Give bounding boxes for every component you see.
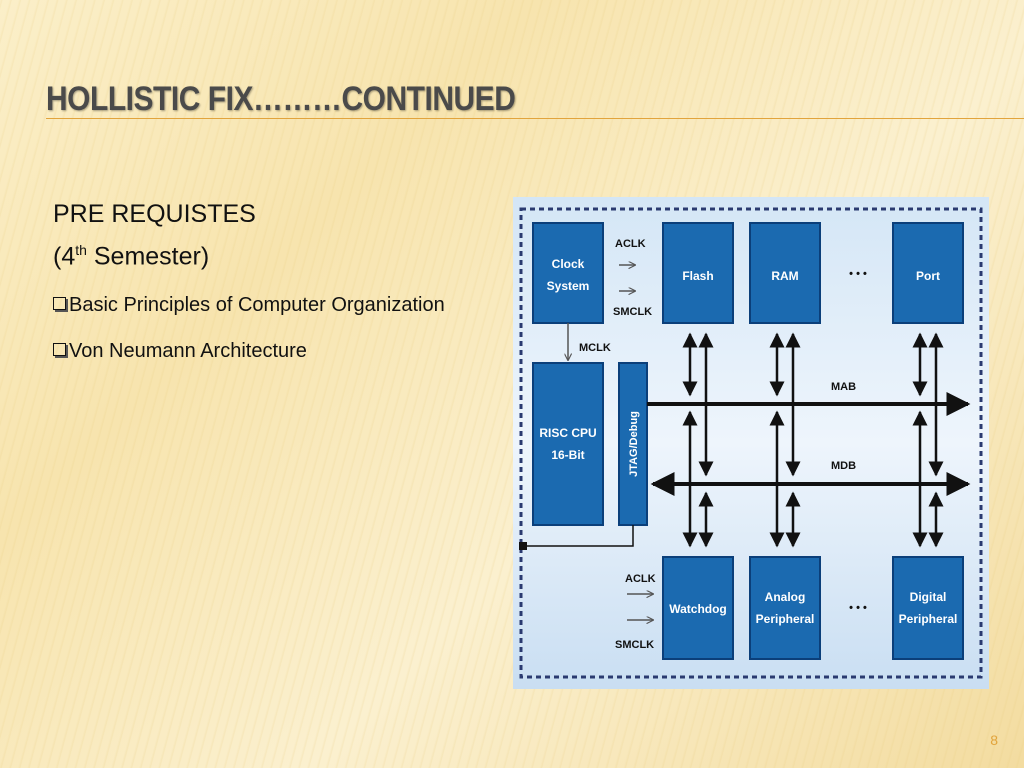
cpu-label-1: RISC CPU <box>539 426 596 440</box>
jtag-label: JTAG/Debug <box>628 411 640 477</box>
aclk-top-label: ACLK <box>615 238 646 250</box>
clock-label-2: System <box>547 279 590 293</box>
prerequisites-section: PRE REQUISTES (4th Semester) Basic Princ… <box>53 196 453 366</box>
analog-peripheral-block: Analog Peripheral <box>749 556 821 660</box>
bullet-text: Von Neumann Architecture <box>69 340 307 363</box>
flash-label: Flash <box>682 269 713 283</box>
checkbox-bullet-icon <box>53 297 66 311</box>
msp430-architecture-diagram: Clock System Flash RAM • • • Port RISC C… <box>513 197 989 689</box>
smclk-top-label: SMCLK <box>613 306 652 318</box>
ram-block: RAM <box>749 222 821 324</box>
clock-label-1: Clock <box>552 257 585 271</box>
slide-title: HOLLISTIC FIX………CONTINUED <box>46 80 516 118</box>
top-ellipsis: • • • <box>849 268 867 280</box>
checkbox-bullet-icon <box>53 343 66 357</box>
mclk-label: MCLK <box>579 342 611 354</box>
page-number: 8 <box>990 732 998 748</box>
digital-peripheral-block: Digital Peripheral <box>892 556 964 660</box>
ram-label: RAM <box>771 269 798 283</box>
port-block: Port <box>892 222 964 324</box>
digital-label-1: Digital <box>910 590 947 604</box>
watchdog-label: Watchdog <box>669 602 727 616</box>
title-divider <box>46 118 1024 119</box>
watchdog-block: Watchdog <box>662 556 734 660</box>
aclk-bottom-label: ACLK <box>625 573 656 585</box>
chip-boundary <box>519 207 983 679</box>
semester-post: Semester) <box>86 242 210 271</box>
bottom-ellipsis: • • • <box>849 602 867 614</box>
bullet-text: Basic Principles of Computer Organizatio… <box>69 294 445 317</box>
bullet-item: Von Neumann Architecture <box>53 336 453 366</box>
bullet-item: Basic Principles of Computer Organizatio… <box>53 290 453 320</box>
clock-system-block: Clock System <box>532 222 604 324</box>
semester-pre: (4 <box>53 242 76 271</box>
prereq-heading: PRE REQUISTES (4th Semester) <box>53 196 453 274</box>
smclk-bottom-label: SMCLK <box>615 639 654 651</box>
mdb-label: MDB <box>831 460 856 472</box>
analog-label-2: Peripheral <box>756 612 815 626</box>
semester-sup: th <box>75 242 87 258</box>
jtag-debug-block: JTAG/Debug <box>618 362 648 526</box>
prereq-heading-line1: PRE REQUISTES <box>53 200 256 228</box>
risc-cpu-block: RISC CPU 16-Bit <box>532 362 604 526</box>
mab-label: MAB <box>831 381 856 393</box>
flash-block: Flash <box>662 222 734 324</box>
digital-label-2: Peripheral <box>899 612 958 626</box>
cpu-label-2: 16-Bit <box>551 448 584 462</box>
port-label: Port <box>916 269 940 283</box>
analog-label-1: Analog <box>765 590 806 604</box>
